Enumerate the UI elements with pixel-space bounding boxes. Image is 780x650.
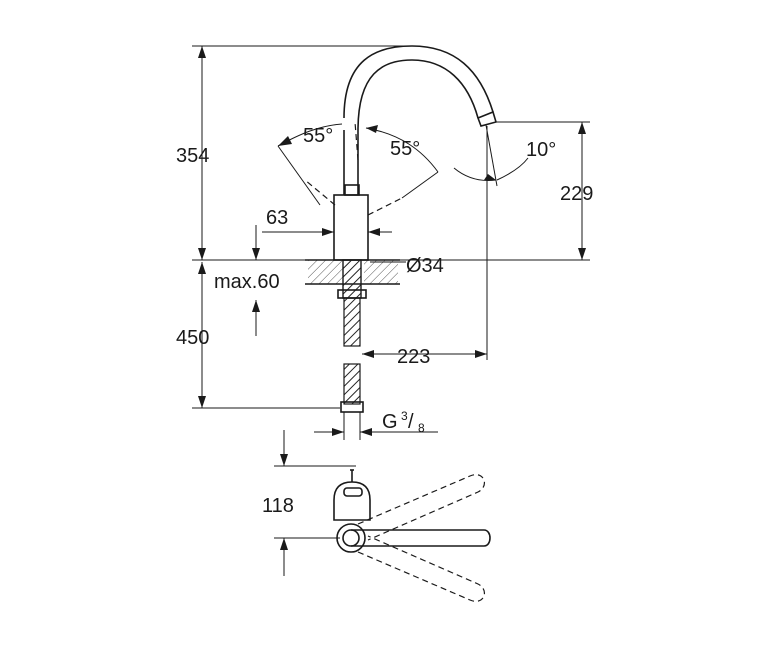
dim-354-label: 354 <box>176 145 209 167</box>
dim-diameter: Ø34 <box>370 255 444 277</box>
dim-63: 63 <box>262 207 392 236</box>
dim-max60: max.60 <box>214 225 280 336</box>
angle-10-label: 10° <box>526 139 556 161</box>
plan-handle-rotation <box>357 474 486 602</box>
thread-denominator: 8 <box>418 421 425 435</box>
thread-prefix: G <box>382 411 398 433</box>
faucet-body <box>333 130 369 261</box>
thread-numerator: 3 <box>401 409 408 423</box>
spout <box>343 45 498 131</box>
handle-positions <box>304 121 403 216</box>
dim-63-label: 63 <box>266 207 288 229</box>
angle-10: 10° <box>453 124 556 187</box>
angle-55-right: 55° <box>365 125 439 199</box>
dim-223-label: 223 <box>397 346 430 368</box>
thread-slash: / <box>408 411 414 433</box>
dim-thread: G 3 / 8 <box>314 409 438 440</box>
dim-223: 223 <box>362 126 488 368</box>
side-view: 354 229 55° 55° <box>176 45 593 440</box>
angle-55-left: 55° <box>277 123 343 206</box>
dim-229-label: 229 <box>560 183 593 205</box>
dim-354: 354 <box>176 45 412 260</box>
dim-229: 229 <box>496 121 593 260</box>
angle-55-right-label: 55° <box>390 138 420 160</box>
dim-max60-label: max.60 <box>214 271 280 293</box>
dim-118: 118 <box>262 430 356 576</box>
plan-spout <box>333 469 371 521</box>
plan-handle <box>336 523 491 553</box>
dim-118-label: 118 <box>262 495 294 517</box>
dim-450: 450 <box>176 262 340 409</box>
plan-view: 118 <box>262 430 491 602</box>
angle-55-left-label: 55° <box>303 125 333 147</box>
dim-diameter-label: Ø34 <box>406 255 444 277</box>
dim-450-label: 450 <box>176 327 209 349</box>
